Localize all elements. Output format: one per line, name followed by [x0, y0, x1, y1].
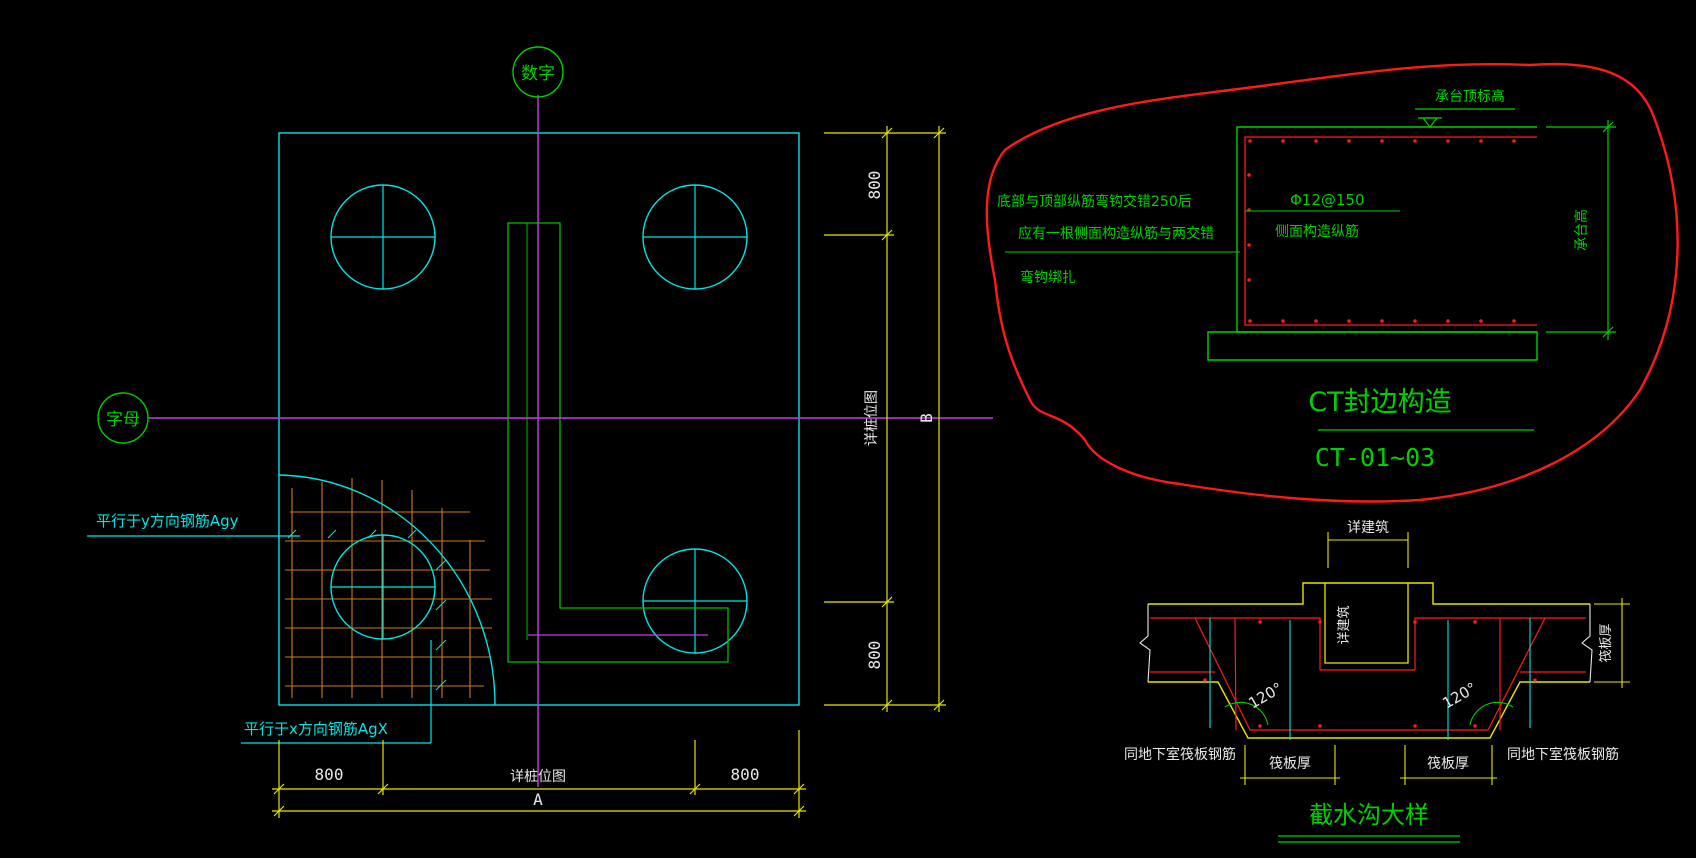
dim-total-height: B [917, 413, 936, 423]
rebar-ticks [287, 529, 447, 691]
ct-rebar-spec: Φ12@150 [1290, 191, 1365, 209]
detail-ref-horizontal: 详桩位图 [510, 768, 566, 785]
angle-right: 120° [1439, 679, 1479, 713]
trench-outline [1148, 582, 1590, 739]
trench-title: 截水沟大样 [1309, 801, 1429, 829]
left-rebar-label: 同地下室筏板钢筋 [1124, 746, 1236, 763]
pile-cap-plan: 数字 字母 平行于y方向钢筋Agy 平行于x方向钢筋AgX 800 800 详桩… [87, 46, 993, 818]
revision-cloud [985, 62, 1679, 503]
ct-top-label: 承台顶标高 [1435, 88, 1505, 105]
dim-right: 800 [731, 765, 760, 784]
trench-detail: 详建筑 [1124, 520, 1630, 843]
letter-axis-bubble [97, 392, 149, 444]
ct-height-label: 承台高 [1573, 209, 1590, 251]
pile-top-left [330, 184, 436, 290]
ct-edge-detail: 承台顶标高 承台高 底部与顶部纵筋弯钩交错250后 应有一根侧面构造纵筋与两交错… [985, 62, 1679, 503]
detail-ref-vertical: 详桩位图 [863, 390, 880, 446]
ct-note-line3: 弯钩绑扎 [1020, 269, 1076, 286]
detail-boundary-arc [278, 474, 496, 706]
ct-subtitle: CT-01~03 [1315, 443, 1435, 472]
cap-rebar [1244, 136, 1537, 326]
numeric-axis-bubble [512, 46, 564, 98]
dimension-lines-right [824, 126, 946, 712]
dim-left: 800 [315, 765, 344, 784]
right-rebar-label: 同地下室筏板钢筋 [1507, 746, 1619, 763]
dim-top: 800 [865, 171, 884, 200]
l-shaped-outline [507, 222, 729, 663]
ct-title: CT封边构造 [1308, 387, 1451, 418]
pile-bottom-left [330, 534, 436, 640]
trench-top-label: 详建筑 [1347, 520, 1389, 536]
rebar-x-label: 平行于x方向钢筋AgX [244, 720, 388, 738]
rebar-y-label: 平行于y方向钢筋Agy [96, 512, 239, 530]
letter-axis-label: 字母 [106, 410, 140, 430]
pile-cap-outline [278, 132, 800, 706]
trench-rebars [1150, 617, 1586, 731]
rebar-grid [285, 478, 492, 698]
pile-bottom-right [642, 548, 748, 654]
pile-top-right [642, 184, 748, 290]
trench-inner-label: 详建筑 [1336, 605, 1352, 644]
ct-rebar-desc: 侧面构造纵筋 [1275, 223, 1359, 240]
dim-bottom-vertical: 800 [865, 641, 884, 670]
right-thickness-label: 筏板厚 [1598, 623, 1614, 662]
dim-total-width: A [533, 790, 543, 809]
numeric-axis-label: 数字 [521, 64, 555, 84]
thick-left-label: 筏板厚 [1269, 755, 1311, 772]
dimension-lines-bottom [272, 730, 806, 818]
ct-note-line1: 底部与顶部纵筋弯钩交错250后 [997, 193, 1192, 210]
thick-right-label: 筏板厚 [1427, 755, 1469, 772]
angle-left: 120° [1245, 679, 1285, 713]
ct-note-line2: 应有一根侧面构造纵筋与两交错 [1018, 225, 1214, 242]
